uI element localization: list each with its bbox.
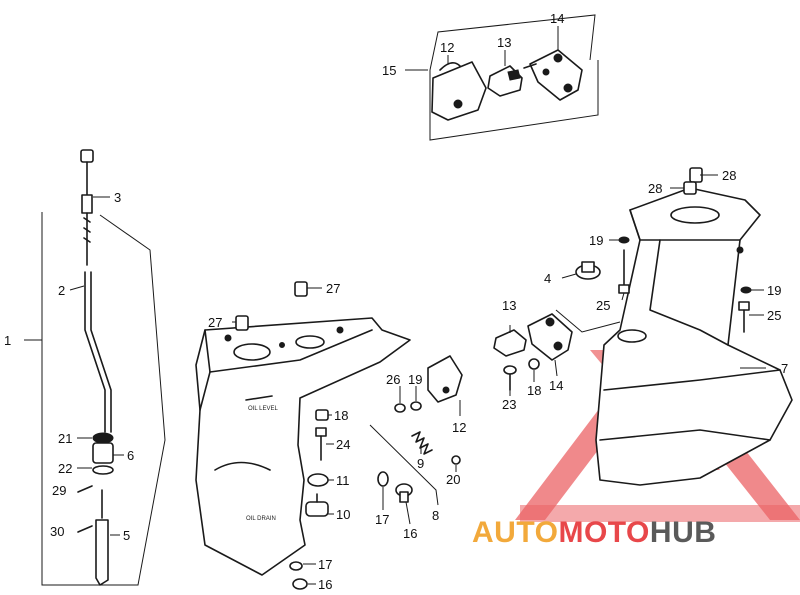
callout-28-left: 28 bbox=[648, 181, 662, 196]
shift-rod-upper-3 bbox=[80, 149, 94, 266]
callout-19-right: 19 bbox=[767, 283, 781, 298]
svg-text:OIL LEVEL: OIL LEVEL bbox=[248, 406, 278, 412]
callout-17-bottom: 17 bbox=[318, 557, 332, 572]
washers-26-19 bbox=[394, 401, 422, 413]
callout-1: 1 bbox=[4, 333, 11, 348]
callout-13-top: 13 bbox=[497, 35, 511, 50]
logo-auto: AUTO bbox=[472, 516, 558, 549]
bolt-25-right-top bbox=[618, 249, 630, 294]
callout-9: 9 bbox=[417, 456, 424, 471]
drive-shaft-housing-7 bbox=[595, 187, 793, 486]
parts-8-bracket bbox=[369, 424, 439, 506]
washer-19-right bbox=[740, 286, 752, 294]
callout-10: 10 bbox=[336, 507, 350, 522]
washer-18-right bbox=[528, 358, 540, 370]
callout-5: 5 bbox=[123, 528, 130, 543]
mount-10 bbox=[305, 493, 329, 517]
callout-3: 3 bbox=[114, 190, 121, 205]
screw-16-middle bbox=[395, 483, 413, 503]
shift-rod-2 bbox=[84, 271, 112, 433]
washer-17-left bbox=[289, 561, 303, 571]
callout-19-top: 19 bbox=[589, 233, 603, 248]
logo-moto: MOTO bbox=[558, 516, 649, 549]
svg-text:AUTOMOTOHUB: AUTOMOTOHUB bbox=[472, 516, 716, 549]
callout-16-bottom: 16 bbox=[318, 577, 332, 592]
callout-leaders bbox=[69, 26, 766, 585]
bolt-24 bbox=[315, 427, 327, 461]
callout-18-left: 18 bbox=[334, 408, 348, 423]
screw-16-left bbox=[292, 578, 308, 590]
bushing-13-middle bbox=[493, 329, 527, 357]
callout-21: 21 bbox=[58, 431, 72, 446]
callout-14-top: 14 bbox=[550, 11, 564, 26]
callout-15: 15 bbox=[382, 63, 396, 78]
callout-6: 6 bbox=[127, 448, 134, 463]
bolt-25-right bbox=[738, 301, 750, 333]
callout-23: 23 bbox=[502, 397, 516, 412]
part-4-leader bbox=[555, 309, 621, 333]
plate-14-top bbox=[523, 49, 583, 101]
grommet-4 bbox=[575, 261, 601, 280]
callout-13-middle: 13 bbox=[502, 298, 516, 313]
callout-27-left: 27 bbox=[208, 315, 222, 330]
bushing-27-b bbox=[235, 315, 249, 331]
callout-29: 29 bbox=[52, 483, 66, 498]
gear-case-housing: OIL LEVEL OIL DRAIN bbox=[195, 317, 411, 576]
plate-14-middle bbox=[527, 313, 573, 361]
callout-25-top: 25 bbox=[596, 298, 610, 313]
callout-24: 24 bbox=[336, 437, 350, 452]
nut-11 bbox=[307, 473, 329, 487]
washer-17-middle bbox=[377, 471, 389, 487]
svg-text:OIL DRAIN: OIL DRAIN bbox=[246, 516, 276, 522]
bushing-27-a bbox=[294, 281, 308, 297]
spring-9 bbox=[411, 431, 433, 455]
callout-17-middle: 17 bbox=[375, 512, 389, 527]
callout-30: 30 bbox=[50, 524, 64, 539]
screw-23 bbox=[503, 365, 517, 391]
callout-16-middle: 16 bbox=[403, 526, 417, 541]
shift-rod-lower-5 bbox=[95, 489, 109, 586]
watermark-wordmark: AUTOMOTOHUB bbox=[472, 516, 716, 549]
callout-22: 22 bbox=[58, 461, 72, 476]
pin-20 bbox=[451, 455, 461, 465]
callout-8: 8 bbox=[432, 508, 439, 523]
shift-rod-bracket-1 bbox=[24, 212, 166, 586]
callout-28-right: 28 bbox=[722, 168, 736, 183]
inset-bracket-15 bbox=[405, 14, 599, 141]
callout-14-middle: 14 bbox=[549, 378, 563, 393]
callout-7: 7 bbox=[781, 361, 788, 376]
callout-27-right: 27 bbox=[326, 281, 340, 296]
seal-21-bushing-6 bbox=[92, 432, 114, 475]
callout-11: 11 bbox=[336, 473, 350, 488]
callout-2: 2 bbox=[58, 283, 65, 298]
callout-26: 26 bbox=[386, 372, 400, 387]
logo-hub: HUB bbox=[650, 516, 717, 549]
clamp-12-middle bbox=[427, 355, 463, 403]
callout-25-right: 25 bbox=[767, 308, 781, 323]
callout-12-middle: 12 bbox=[452, 420, 466, 435]
pins-29-30 bbox=[77, 485, 93, 533]
callout-4: 4 bbox=[544, 271, 551, 286]
callout-12-top: 12 bbox=[440, 40, 454, 55]
spring-18-left bbox=[315, 409, 329, 421]
callout-20: 20 bbox=[446, 472, 460, 487]
callout-labels: 1 2 3 4 5 6 7 8 9 10 11 12 12 13 13 14 1… bbox=[4, 11, 788, 592]
bushing-13-top bbox=[487, 65, 523, 97]
washer-19-right-top bbox=[618, 236, 630, 244]
callout-18-right: 18 bbox=[527, 383, 541, 398]
clamp-piece-12-top bbox=[431, 61, 487, 121]
callout-19-middle: 19 bbox=[408, 372, 422, 387]
